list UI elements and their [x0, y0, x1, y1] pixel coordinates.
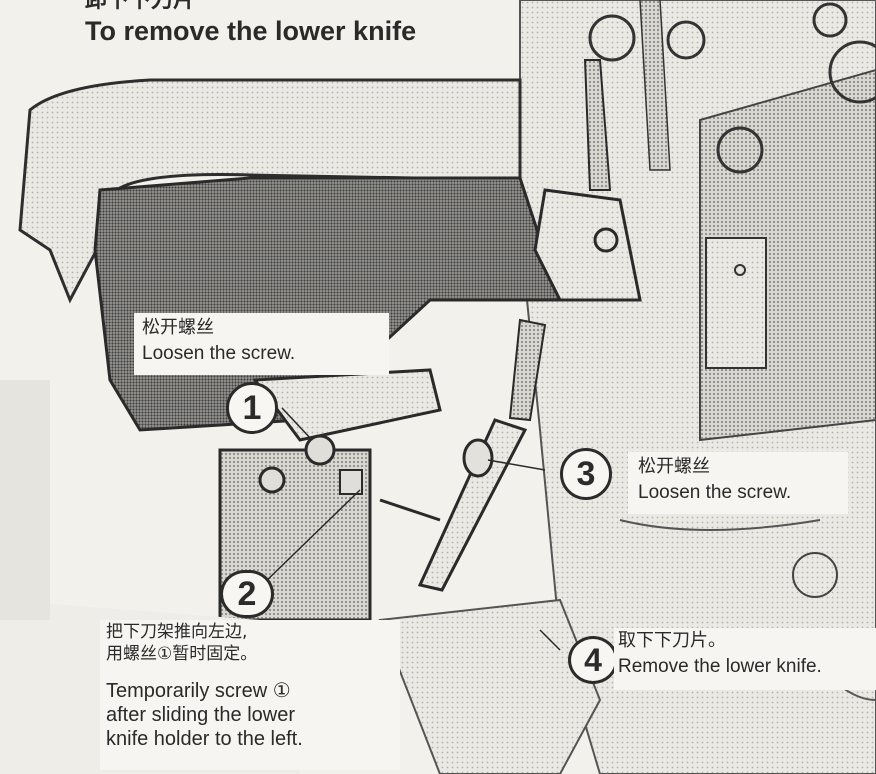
callout-2-number: 2 — [220, 570, 274, 618]
callout-2-text: 把下刀架推向左边, 用螺丝①暂时固定。 Temporarily screw ① … — [100, 620, 400, 770]
machine-body — [519, 0, 876, 774]
callout-3-zh: 松开螺丝 — [638, 456, 710, 477]
callout-4-en: Remove the lower knife. — [618, 655, 822, 677]
lower-knife-lever — [417, 318, 547, 592]
callout-1-zh: 松开螺丝 — [142, 317, 214, 338]
callout-2-zh-line-1: 把下刀架推向左边, — [106, 622, 248, 642]
callout-3-en: Loosen the screw. — [638, 481, 792, 503]
callout-4-text: 取下下刀片。 Remove the lower knife. — [614, 628, 876, 690]
callout-3-text: 松开螺丝 Loosen the screw. — [628, 452, 848, 514]
callout-3-number: 3 — [560, 448, 612, 500]
callout-2-en-line-1: Temporarily screw ① — [106, 679, 291, 702]
callout-1-number: 1 — [226, 382, 278, 434]
callout-4-number: 4 — [568, 636, 618, 684]
callout-2-en-line-3: knife holder to the left. — [106, 727, 303, 750]
callout-1-en: Loosen the screw. — [142, 342, 296, 364]
callout-2-zh-line-2: 用螺丝①暂时固定。 — [106, 644, 258, 665]
needle-assembly — [533, 59, 642, 302]
callout-1-text: 松开螺丝 Loosen the screw. — [134, 313, 389, 375]
callout-2-en-line-2: after sliding the lower — [106, 703, 295, 726]
page-title: To remove the lower knife — [85, 16, 417, 46]
callout-4-zh: 取下下刀片。 — [618, 630, 726, 651]
leader-lines — [261, 407, 561, 651]
heading-chinese: 卸下下刀片 — [85, 0, 196, 13]
